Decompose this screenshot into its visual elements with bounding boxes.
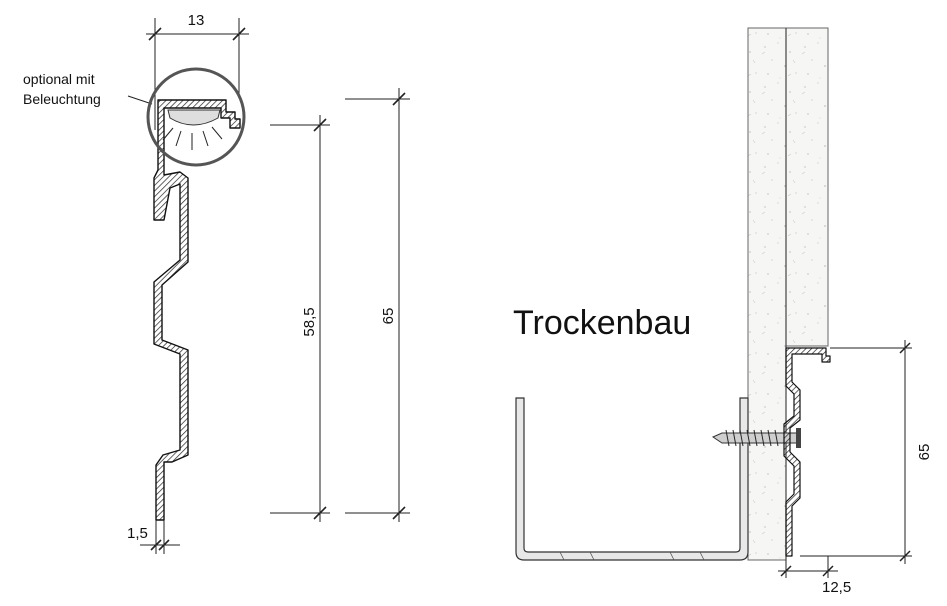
drywall-board-inner xyxy=(747,27,787,561)
u-channel-track xyxy=(515,397,749,561)
dimension-label-width: 13 xyxy=(188,12,205,29)
dimension-label-total-height: 65 xyxy=(380,308,397,325)
led-light-element xyxy=(167,109,221,126)
dimension-label-depth: 12,5 xyxy=(822,579,851,596)
dimension-label-inner-height: 58,5 xyxy=(301,307,318,336)
note-leader-line xyxy=(127,95,153,105)
drywall-board-outer xyxy=(785,27,829,347)
dimension-right-height xyxy=(800,340,912,564)
screw xyxy=(711,428,801,448)
lighting-note-line2: Beleuchtung xyxy=(23,91,101,107)
dimension-thickness xyxy=(140,520,180,554)
light-rays xyxy=(162,126,223,150)
profile-cross-section xyxy=(153,99,241,521)
mounted-profile-section xyxy=(783,347,831,557)
detail-magnifier-circle xyxy=(146,67,246,167)
profile-section-detail: 13 optional mit Beleuchtung 1,5 xyxy=(23,12,410,554)
drywall-title: Trockenbau xyxy=(513,304,691,342)
dimension-total-height xyxy=(345,88,410,522)
dimension-depth xyxy=(778,556,838,578)
track-hatch-marks xyxy=(559,551,705,561)
dimension-label-thickness: 1,5 xyxy=(127,525,148,542)
dimension-label-right-height: 65 xyxy=(916,444,933,461)
lighting-note-line1: optional mit xyxy=(23,71,95,87)
drywall-detail: Trockenbau xyxy=(513,27,933,596)
dimension-top-width xyxy=(146,18,249,130)
dimension-inner-height xyxy=(270,115,330,522)
